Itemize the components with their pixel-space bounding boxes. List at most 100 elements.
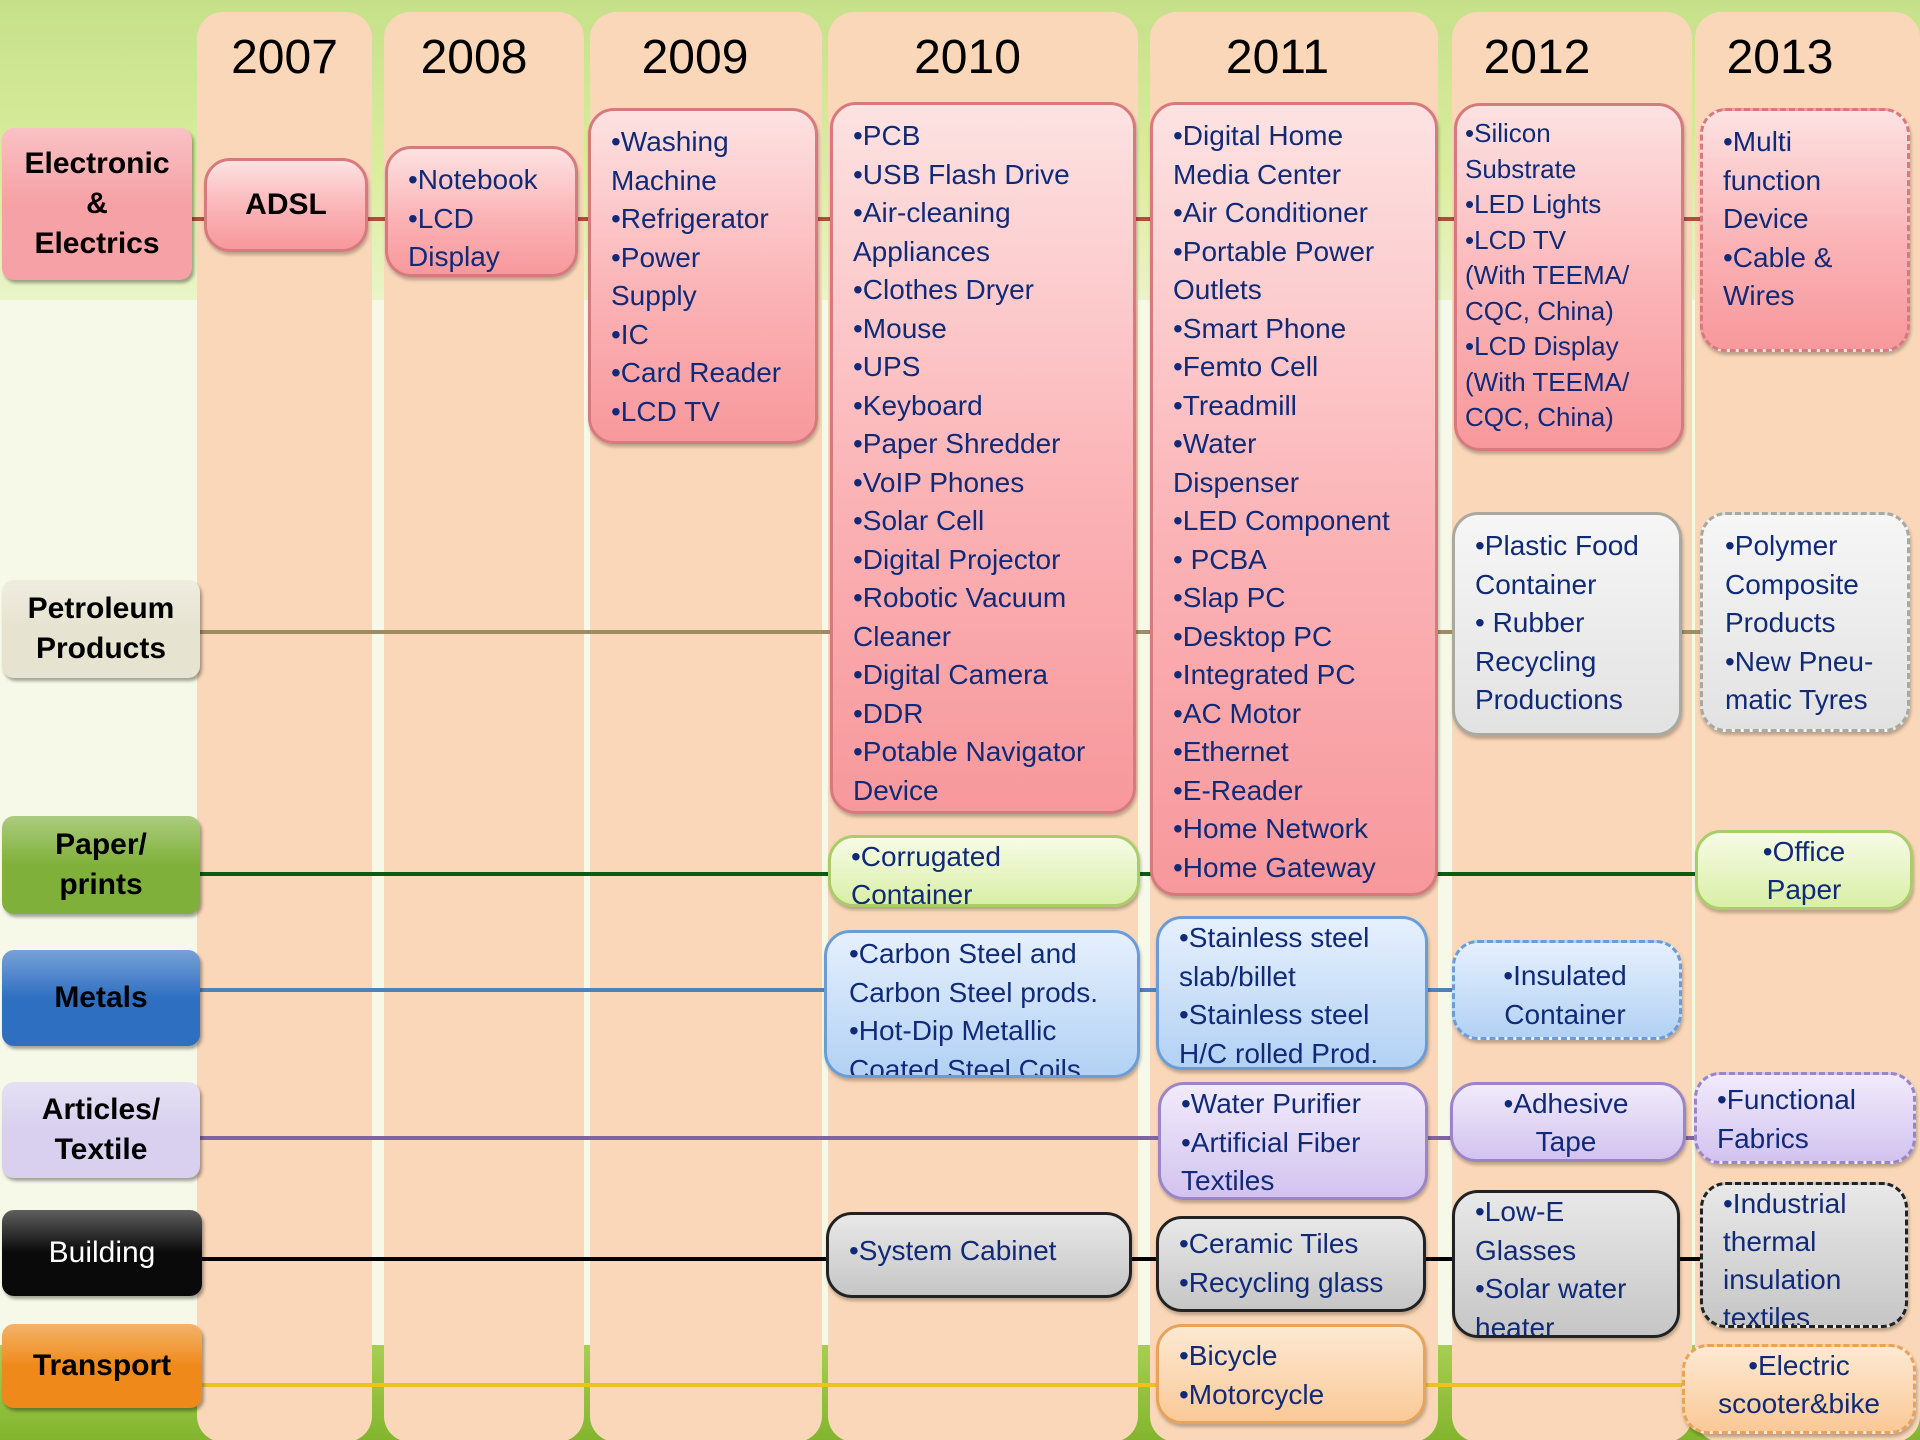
list-item: •LED Component bbox=[1173, 505, 1390, 536]
box-articles-2012: •Adhesive Tape bbox=[1450, 1082, 1686, 1162]
list-item: •Potable Navigator Device bbox=[853, 736, 1086, 806]
list-item: •Refrigerator bbox=[611, 203, 769, 234]
box-items: •Ceramic Tiles•Recycling glass bbox=[1179, 1225, 1415, 1302]
list-item: •Femto Cell bbox=[1173, 351, 1319, 382]
box-items: •Stainless steel slab/billet•Stainless s… bbox=[1179, 919, 1417, 1069]
list-item: •System Cabinet bbox=[849, 1234, 1057, 1266]
list-item: •Stainless steel H/C rolled Prod. bbox=[1179, 999, 1379, 1069]
list-item: •Digital Home Media Center bbox=[1173, 120, 1344, 190]
box-transport-2013: •Electric scooter&bike bbox=[1682, 1344, 1916, 1434]
list-item: ADSL bbox=[245, 187, 327, 221]
box-items: •Notebook •LCD Display bbox=[408, 161, 567, 274]
list-item: •E-Reader bbox=[1173, 774, 1303, 806]
list-item: •Air Conditioner bbox=[1173, 197, 1369, 228]
box-items: •Plastic Food Container• Rubber Recyclin… bbox=[1475, 527, 1671, 720]
year-header-2008: 2008 bbox=[420, 31, 528, 84]
list-item: •Power Supply bbox=[611, 241, 701, 312]
list-item: •Home Gateway bbox=[1173, 851, 1376, 883]
list-item: •Notebook bbox=[408, 164, 538, 195]
box-items: •Polymer Composite Products•New Pneu- ma… bbox=[1725, 527, 1899, 720]
year-header-2007: 2007 bbox=[231, 31, 338, 84]
list-item: •Digital Camera bbox=[853, 659, 1048, 690]
list-item: •Hot-Dip Metallic Coated Steel Coils bbox=[849, 1015, 1081, 1078]
list-item: •Industrial thermal insulation textiles bbox=[1723, 1188, 1847, 1328]
list-item: •Functional Fabrics bbox=[1717, 1084, 1856, 1154]
year-header-2012: 2012 bbox=[1483, 31, 1591, 84]
box-items: •PCB •USB Flash Drive •Air-cleaning Applia… bbox=[853, 117, 1125, 810]
list-item: •Solar Cell bbox=[853, 505, 985, 536]
box-building-2011: •Ceramic Tiles•Recycling glass bbox=[1156, 1216, 1426, 1312]
box-items: •Low-E Glasses•Solar water heater bbox=[1475, 1193, 1669, 1338]
list-item: •LCD Display bbox=[408, 202, 500, 273]
box-items: •Functional Fabrics bbox=[1717, 1081, 1905, 1158]
box-articles-2011: •Water Purifier•Artificial Fiber Textile… bbox=[1158, 1082, 1428, 1200]
list-item: •Bicycle bbox=[1179, 1340, 1278, 1371]
row-label-petroleum: Petroleum Products bbox=[2, 580, 200, 678]
list-item: •Cable & Wires bbox=[1723, 241, 1833, 312]
row-label-metals: Metals bbox=[2, 950, 200, 1046]
box-items: •Adhesive Tape bbox=[1457, 1085, 1675, 1159]
list-item: •Keyboard bbox=[853, 389, 983, 421]
list-item: •Recycling glass bbox=[1179, 1266, 1384, 1298]
list-item: •Electric scooter&bike bbox=[1718, 1350, 1880, 1419]
list-item: •Polymer Composite Products bbox=[1725, 530, 1859, 638]
list-item: •Integrated PC bbox=[1173, 659, 1356, 690]
list-item: •Portable Power Outlets bbox=[1173, 235, 1375, 306]
list-item: •AC Motor bbox=[1173, 697, 1302, 729]
list-item: •Stainless steel slab/billet bbox=[1179, 922, 1370, 992]
list-item: •Digital Projector bbox=[853, 543, 1061, 575]
list-item: •IC bbox=[611, 318, 649, 350]
box-electronic-2007: ADSL bbox=[204, 158, 368, 252]
list-item: •Mouse bbox=[853, 312, 947, 344]
connector-line-transport bbox=[195, 1383, 1705, 1387]
list-item: •Water Dispenser bbox=[1173, 428, 1300, 498]
list-item: •Office Paper bbox=[1762, 836, 1846, 905]
list-item: •Home Network bbox=[1173, 813, 1368, 844]
list-item: •LCD TV (With TEEMA/ CQC, China) bbox=[1465, 224, 1630, 326]
list-item: •PCB bbox=[853, 120, 921, 151]
box-metals-2010: •Carbon Steel and Carbon Steel prods.•Ho… bbox=[824, 930, 1140, 1078]
list-item: •USB Flash Drive bbox=[853, 158, 1070, 190]
list-item: •Solar water heater bbox=[1475, 1273, 1627, 1338]
box-items: ADSL bbox=[245, 186, 327, 225]
box-items: •Digital Home Media Center •Air Condition… bbox=[1173, 117, 1427, 887]
list-item: •LED Lights bbox=[1465, 189, 1602, 219]
list-item: •Clothes Dryer bbox=[853, 274, 1034, 305]
box-items: •Electric scooter&bike bbox=[1689, 1347, 1909, 1423]
list-item: • Rubber Recycling Productions bbox=[1475, 607, 1623, 715]
list-item: •Plastic Food Container bbox=[1475, 530, 1639, 600]
list-item: •Washing Machine bbox=[611, 126, 729, 196]
box-items: •Corrugated Container bbox=[851, 838, 1129, 904]
box-petroleum-2012: •Plastic Food Container• Rubber Recyclin… bbox=[1452, 512, 1682, 736]
list-item: •DDR bbox=[853, 697, 924, 729]
box-items: •Bicycle •Motorcycle bbox=[1179, 1337, 1415, 1414]
list-item: •Treadmill bbox=[1173, 389, 1297, 421]
box-electronic-2009: •Washing Machine •Refrigerator •Power Supp… bbox=[588, 108, 818, 444]
box-items: •Carbon Steel and Carbon Steel prods.•Ho… bbox=[849, 935, 1129, 1078]
list-item: •Water Purifier bbox=[1181, 1088, 1361, 1119]
year-header-2011: 2011 bbox=[1225, 31, 1330, 84]
box-electronic-2013: •Multi function Device•Cable & Wires bbox=[1700, 108, 1910, 352]
box-items: •System Cabinet bbox=[849, 1232, 1056, 1271]
box-transport-2011: •Bicycle •Motorcycle bbox=[1156, 1324, 1426, 1424]
list-item: •Motorcycle bbox=[1179, 1378, 1325, 1410]
box-items: •Washing Machine •Refrigerator •Power Supp… bbox=[611, 123, 807, 431]
box-electronic-2010: •PCB •USB Flash Drive •Air-cleaning Applia… bbox=[830, 102, 1136, 814]
list-item: •Silicon Substrate bbox=[1465, 118, 1577, 184]
list-item: •Robotic Vacuum Cleaner bbox=[853, 582, 1067, 652]
box-building-2010: •System Cabinet bbox=[826, 1212, 1132, 1298]
year-header-2013: 2013 bbox=[1726, 31, 1834, 84]
list-item: •Multi function Device bbox=[1723, 126, 1822, 234]
box-metals-2011: •Stainless steel slab/billet•Stainless s… bbox=[1156, 916, 1428, 1070]
list-item: •Adhesive Tape bbox=[1503, 1088, 1629, 1157]
list-item: • PCBA bbox=[1173, 543, 1267, 575]
list-item: •Air-cleaning Appliances bbox=[853, 197, 1011, 267]
list-item: •VoIP Phones bbox=[853, 466, 1025, 498]
box-items: •Multi function Device•Cable & Wires bbox=[1723, 123, 1899, 316]
box-building-2012: •Low-E Glasses•Solar water heater bbox=[1452, 1190, 1680, 1338]
connector-line-articles bbox=[195, 1136, 1705, 1140]
box-items: •Water Purifier•Artificial Fiber Textile… bbox=[1181, 1085, 1417, 1197]
row-label-building: Building bbox=[2, 1210, 202, 1296]
year-header-2009: 2009 bbox=[641, 31, 749, 84]
